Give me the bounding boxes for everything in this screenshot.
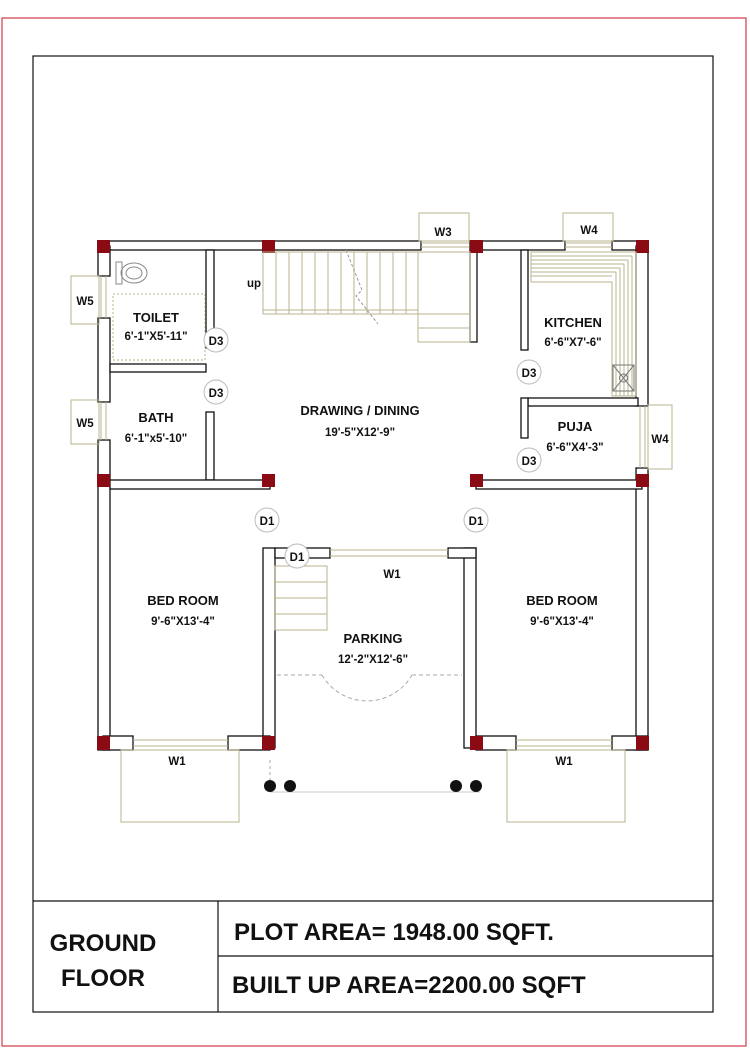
bath-name: BATH [138,410,173,425]
window-label-w4: W4 [580,225,598,237]
plot-area-text: PLOT AREA= 1948.00 SQFT. [234,919,554,946]
window-label-w4: W4 [651,434,669,446]
toilet-size: 6'-1"X5'-11" [124,331,187,343]
stair-label: up [247,278,261,290]
parking-name: PARKING [344,631,403,646]
door-label-d3: D3 [209,336,224,348]
parking-arc [269,674,480,793]
kitchen-counter [530,251,637,397]
window-label-w1: W1 [168,756,186,768]
bed-left-name: BED ROOM [147,593,219,608]
kitchen-size: 6'-6"X7'-6" [544,337,601,349]
floor-label-line2: FLOOR [61,965,145,992]
window-label-w3: W3 [434,227,451,239]
bath-size: 6'-1"x5'-10" [125,433,187,445]
toilet-fixtures [112,261,206,361]
bed-right-name: BED ROOM [526,593,598,608]
parking-size: 12'-2"X12'-6" [338,654,408,666]
door-label-d3: D3 [522,368,537,380]
drawing-name: DRAWING / DINING [300,403,419,418]
door-label-d1: D1 [469,516,484,528]
title-block [33,900,713,1012]
puja-size: 6'-6"X4'-3" [546,442,603,454]
drawing-frame [32,55,714,1013]
door-label-d1: D1 [290,552,305,564]
bed-left-size: 9'-6"X13'-4" [151,616,215,628]
bollards [264,780,482,792]
puja-name: PUJA [558,419,593,434]
sheet-border [1,17,747,1047]
door-markers [203,327,542,569]
drawing-size: 19'-5"X12'-9" [325,427,395,439]
kitchen-name: KITCHEN [544,315,602,330]
staircase [262,249,471,631]
window-label-w1: W1 [383,569,401,581]
window-label-w5: W5 [76,418,94,430]
bed-right-size: 9'-6"X13'-4" [530,616,594,628]
window-frames [70,212,673,823]
window-label-w1: W1 [555,756,573,768]
built-up-area-text: BUILT UP AREA=2200.00 SQFT [232,972,586,999]
door-label-d3: D3 [522,456,537,468]
window-label-w5: W5 [76,296,94,308]
columns [97,240,649,750]
toilet-name: TOILET [133,310,179,325]
door-label-d3: D3 [209,388,224,400]
floor-label-line1: GROUND [50,930,157,957]
door-label-d1: D1 [260,516,275,528]
